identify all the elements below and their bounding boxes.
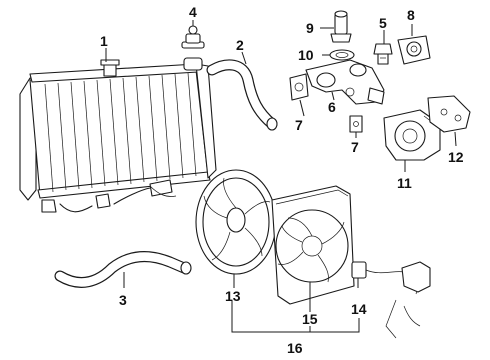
callout-8: 8: [407, 7, 415, 23]
outlet-gasket-left: [289, 73, 309, 101]
water-outlet-housing: [305, 59, 385, 105]
callout-14: 14: [351, 301, 367, 317]
callout-7a: 7: [295, 117, 303, 133]
callout-10: 10: [298, 47, 314, 63]
callout-11: 11: [397, 175, 412, 191]
water-pump: [383, 109, 441, 161]
callout-2: 2: [236, 37, 244, 53]
leader-lines: [105, 20, 457, 333]
thermostat-gasket: [329, 49, 355, 61]
callout-7b: 7: [351, 139, 359, 155]
upper-radiator-hose: [206, 59, 278, 131]
callout-9: 9: [306, 20, 314, 36]
callout-5: 5: [379, 15, 387, 31]
radiator: [19, 57, 217, 213]
callout-13: 13: [225, 288, 241, 304]
callout-12: 12: [448, 149, 464, 165]
callout-labels: 1 2 3 4 5 6 7 7 8 9 10 11 12 13 14 15 16: [100, 4, 464, 356]
thermostat: [330, 10, 352, 43]
callout-6: 6: [328, 99, 336, 115]
coolant-temperature-sensor: [373, 43, 393, 65]
lower-radiator-hose: [54, 251, 192, 288]
callout-1: 1: [100, 33, 108, 49]
callout-4: 4: [189, 4, 197, 20]
water-pump-gasket: [427, 95, 471, 133]
cooling-fan: [195, 169, 277, 275]
callout-15: 15: [302, 311, 318, 327]
fan-shroud: [271, 185, 355, 305]
radiator-cap: [181, 25, 205, 49]
outlet-gasket-lower: [349, 115, 363, 133]
callout-3: 3: [119, 292, 127, 308]
callout-16: 16: [287, 340, 303, 356]
thermostat-cover: [397, 35, 431, 65]
fan-motor-harness: [351, 261, 431, 339]
